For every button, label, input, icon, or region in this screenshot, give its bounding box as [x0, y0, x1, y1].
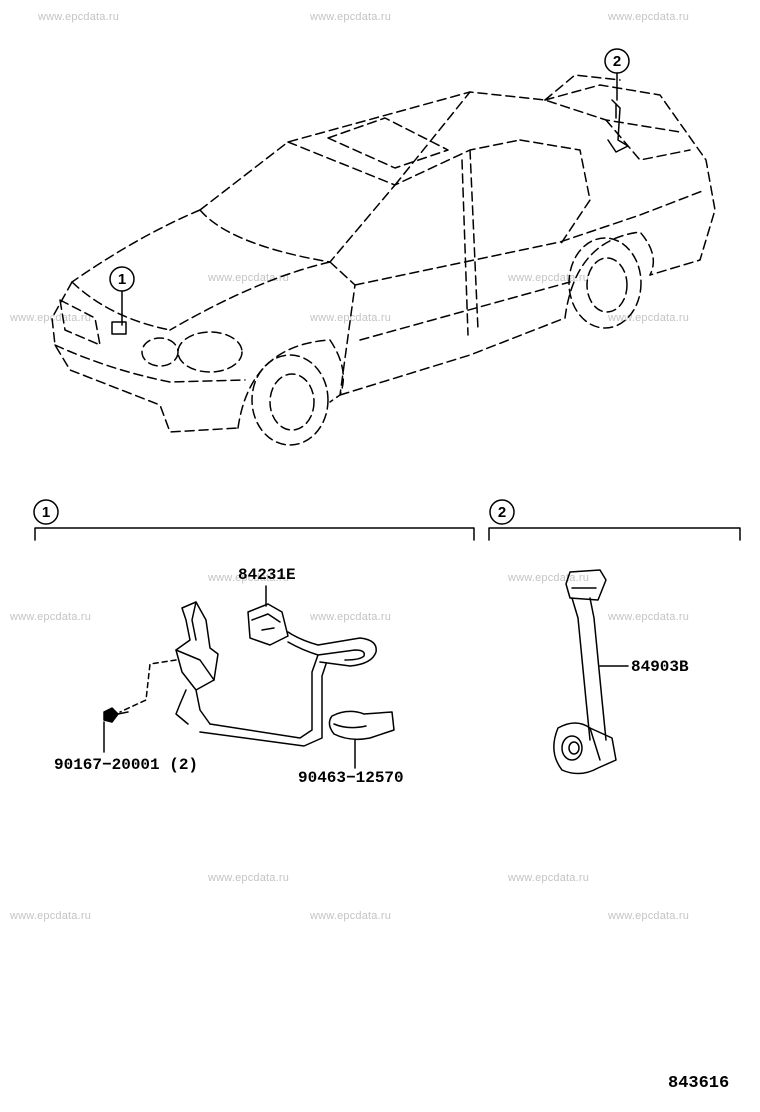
watermark: www.epcdata.ru: [310, 910, 392, 922]
vehicle-outline: [51, 74, 716, 446]
callout-2-section-label: 2: [498, 504, 506, 521]
callout-2-section: [489, 499, 515, 525]
watermark: www.epcdata.ru: [608, 11, 690, 23]
callout-2-car-label: 2: [613, 53, 621, 70]
watermark: www.epcdata.ru: [10, 910, 92, 922]
watermark: www.epcdata.ru: [310, 611, 392, 623]
watermark: www.epcdata.ru: [38, 11, 120, 23]
part-label-90463[interactable]: 90463−12570: [298, 769, 404, 787]
watermark: www.epcdata.ru: [608, 910, 690, 922]
watermark: www.epcdata.ru: [10, 611, 92, 623]
part-label-84903b[interactable]: 84903B: [631, 658, 689, 676]
sensor-front-marker: [111, 321, 127, 335]
callout-1-car-label: 1: [118, 271, 126, 288]
watermark: www.epcdata.ru: [608, 312, 690, 324]
part-label-90167[interactable]: 90167−20001 (2): [54, 756, 199, 774]
watermark: www.epcdata.ru: [10, 312, 92, 324]
watermark: www.epcdata.ru: [208, 572, 290, 584]
harness-84231e-drawing: [119, 601, 395, 747]
watermark: www.epcdata.ru: [208, 872, 290, 884]
watermark: www.epcdata.ru: [310, 11, 392, 23]
harness-84903b-drawing: [553, 569, 629, 775]
figure-number: 843616: [668, 1074, 730, 1093]
bolt-icon: [103, 707, 129, 723]
watermark: www.epcdata.ru: [508, 872, 590, 884]
watermark: www.epcdata.ru: [608, 611, 690, 623]
callout-1-section: [33, 499, 59, 525]
part-label-84231e[interactable]: 84231E: [238, 566, 296, 584]
callout-1-section-label: 1: [42, 504, 50, 521]
watermark: www.epcdata.ru: [310, 312, 392, 324]
